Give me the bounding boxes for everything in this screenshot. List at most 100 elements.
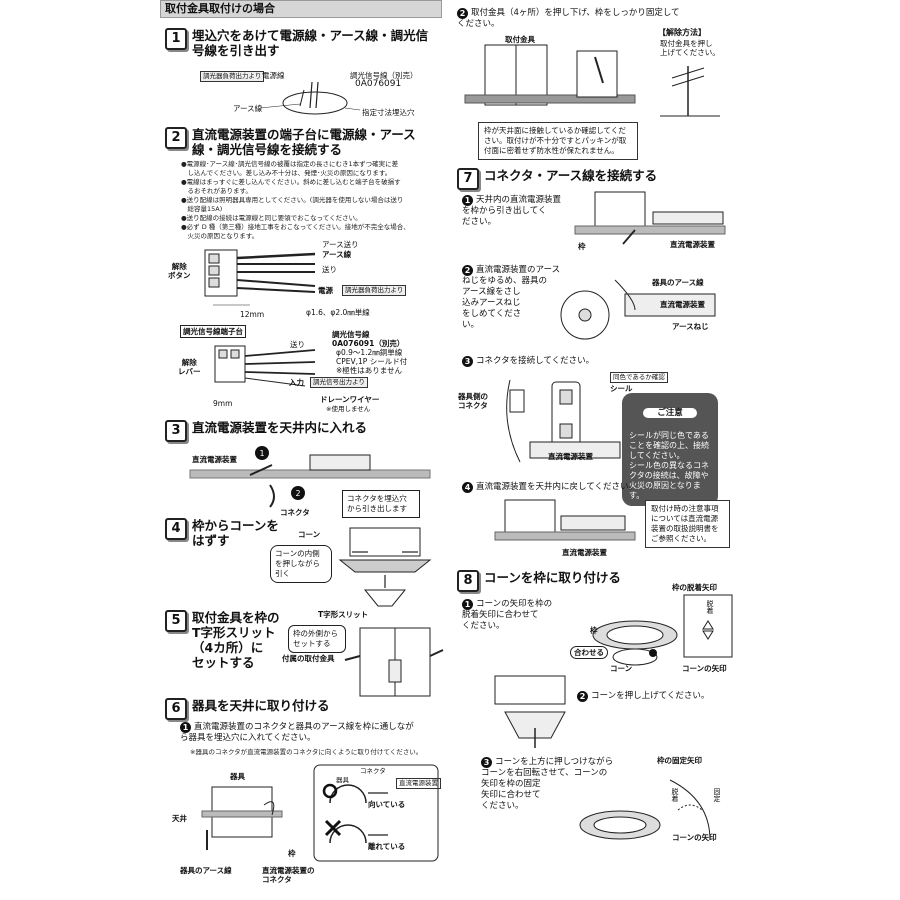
step-title: コネクタ・アース線を接続する	[484, 168, 658, 183]
signal-model-label: 0A076091	[355, 79, 402, 89]
earth-feed-label: アース送り	[322, 240, 359, 249]
same-color-tag: 同色であるか確認	[610, 372, 668, 383]
dimension-12mm: 12mm	[240, 310, 265, 319]
fixture2-label: 器具	[336, 776, 349, 784]
step-5: 5 取付金具を枠の T字形スリット （4カ所）に セットする	[165, 610, 280, 670]
connector-label: コネクタ	[280, 508, 310, 517]
step7-diagram-2	[560, 279, 716, 340]
fixture-label: 器具	[230, 772, 245, 781]
signal-spec-label: φ0.9〜1.2㎜銅単線 CPEV,1P シールド付	[336, 348, 408, 366]
cone-label-8: コーン	[610, 664, 633, 673]
fixture-earth-label-7: 器具のアース線	[652, 278, 704, 287]
caution-title: ご注意	[643, 408, 697, 418]
step-circle: 1	[462, 195, 473, 206]
step-circle: 4	[462, 482, 473, 493]
cone-inside-note: コーンの内側 を押しながら 引く	[270, 545, 332, 583]
input-label: 入力	[289, 378, 304, 387]
step8-diagram-2	[494, 675, 566, 748]
step-circle: 2	[462, 265, 473, 276]
step-number: 4	[165, 518, 187, 540]
connector2-label: コネクタ	[360, 767, 386, 775]
cone-arrow-label-2: コーンの矢印	[672, 833, 717, 842]
step4-diagram	[338, 527, 432, 607]
step7-diagram-4	[494, 499, 636, 541]
svg-text:1: 1	[259, 449, 264, 458]
step-7: 7 コネクタ・アース線を接続する	[457, 168, 657, 190]
cone-arrow-label: コーンの矢印	[682, 664, 727, 673]
align-label: 合わせる	[570, 646, 608, 659]
drain-note: ※使用しません	[326, 405, 371, 413]
cone-label: コーン	[298, 530, 321, 539]
fixed-arrow-label: 枠の固定矢印	[657, 756, 702, 765]
apart-label: 離れている	[368, 842, 406, 851]
step-number: 8	[457, 570, 479, 592]
psu-label-7d: 直流電源装置	[562, 548, 607, 557]
step-circle: 1	[462, 599, 473, 610]
drain-label: ドレーンワイヤー	[320, 395, 380, 404]
psu-label-7b: 直流電源装置	[660, 300, 705, 309]
release-arrow-box	[683, 594, 733, 658]
step-number: 7	[457, 168, 479, 190]
release-method-text: 取付金具を押し 上げてください。	[660, 39, 720, 57]
fixture-earth-label: 器具のアース線	[180, 866, 232, 875]
step7-diagram-3	[506, 379, 621, 463]
psu-note-box: 取付け時の注意事項 については直流電源 装置の取扱説明書を ご参照ください。	[645, 500, 730, 548]
terminal-block-diagram	[204, 249, 316, 306]
step-circle: 1	[180, 722, 191, 733]
psu-label-7c: 直流電源装置	[548, 452, 593, 461]
release-arrow-label: 枠の脱着矢印	[672, 583, 717, 592]
step6-orientation-diagram	[313, 764, 439, 862]
right-step2-diagram	[464, 44, 636, 106]
step-title: 直流電源装置を天井内に入れる	[192, 420, 368, 435]
signal-model-label-2: 0A076091（別売）	[332, 339, 405, 348]
dimension-9mm: 9mm	[213, 399, 233, 408]
signal-line-label: 調光信号線（別売）	[350, 71, 418, 80]
right-bracket-label: 取付金具	[505, 35, 535, 44]
detach-label: 脱着	[706, 600, 714, 614]
section-header: 取付金具取付けの場合	[160, 0, 442, 18]
step-title: コーンを枠に取り付ける	[484, 570, 621, 585]
psu-label: 直流電源装置	[192, 455, 237, 464]
step-8: 8 コーンを枠に取り付ける	[457, 570, 621, 592]
waterproof-warning: 枠が天井面に接触しているか確認してくだ さい。取付けが不十分ですとパッキンが取 …	[478, 122, 638, 160]
facing-label: 向いている	[368, 800, 406, 809]
hole-label: 指定寸法埋込穴	[362, 108, 415, 117]
step-circle: 3	[462, 356, 473, 367]
dimming-output-tag: 調光器負荷出力より	[200, 71, 265, 82]
frame-label-7: 枠	[578, 242, 586, 251]
signal-terminal-label: 調光信号線端子台	[180, 325, 246, 338]
feed2-label: 送り	[290, 340, 305, 349]
release-button-label: 解除 ボタン	[168, 262, 191, 280]
step3-diagram: 1 2	[189, 446, 431, 508]
step-circle: 3	[481, 757, 492, 768]
caution-text: シールが同じ色である ことを確認の上、接続 してください。 シール色の異なるコネ…	[629, 431, 709, 500]
step5-diagram	[344, 627, 444, 697]
step-title: 器具を天井に取り付ける	[192, 698, 330, 713]
dim-out-tag: 調光器負荷出力より	[342, 285, 407, 296]
step-circle: 2	[577, 691, 588, 702]
ceiling-label: 天井	[172, 814, 187, 823]
bracket-label: 付属の取付金具	[282, 654, 335, 663]
outside-note: 枠の外側から セットする	[288, 625, 346, 653]
step-circle: 2	[457, 8, 468, 19]
step-number: 5	[165, 610, 187, 632]
step2-notes: ●電源線･アース線･調光信号線の被覆は指定の長さにむき1本ずつ確実に差 し込んで…	[181, 160, 410, 240]
step-number: 6	[165, 698, 187, 720]
fixed-label: 固定	[713, 788, 721, 802]
step-2: 2 直流電源装置の端子台に電源線・アース 線・調光信号線を接続する	[165, 127, 416, 157]
slit-label: T字形スリット	[318, 610, 369, 619]
release-lever-label: 解除 レバー	[178, 358, 201, 376]
release-diagram	[660, 66, 720, 117]
seal-label: シール	[610, 384, 633, 393]
signal-terminal-diagram	[214, 345, 316, 387]
psu-label-7: 直流電源装置	[670, 240, 715, 249]
step6-diagram-fixture	[201, 786, 283, 850]
step-1: 1 埋込穴をあけて電源線・アース線・調光信 号線を引き出す	[165, 28, 428, 58]
step8-diagram-1	[592, 620, 678, 666]
no-polarity-label: ※極性はありません	[336, 366, 403, 375]
